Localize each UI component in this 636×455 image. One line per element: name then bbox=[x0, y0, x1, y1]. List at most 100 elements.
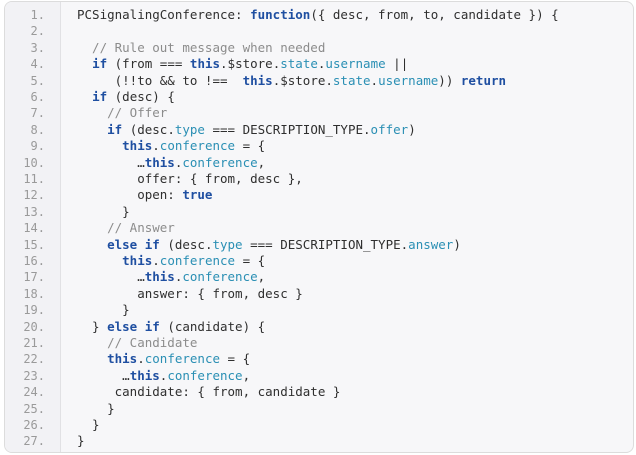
code-text: (!!to && to !== this.$store.state.userna… bbox=[77, 73, 506, 89]
code-token: } bbox=[77, 417, 100, 432]
code-token: ) bbox=[453, 236, 461, 252]
line-number: 13. bbox=[23, 204, 45, 219]
code-text: } bbox=[77, 417, 100, 433]
code-token: candidate: { from, candidate } bbox=[77, 384, 341, 400]
code-token: answer: { from, desc } bbox=[77, 285, 303, 301]
code-text: …this.conference, bbox=[77, 368, 250, 384]
line-number: 15. bbox=[23, 237, 45, 252]
code-token: this bbox=[107, 351, 138, 367]
code-token: (desc. bbox=[122, 121, 175, 137]
code-token: = { bbox=[220, 351, 251, 367]
line-number: 1. bbox=[30, 8, 45, 22]
code-text: } bbox=[77, 401, 115, 417]
code-token: username bbox=[325, 56, 386, 72]
code-token: conference bbox=[159, 138, 236, 154]
code-token: conference bbox=[182, 154, 258, 170]
code-token: . bbox=[137, 351, 145, 367]
code-token: . bbox=[159, 367, 168, 383]
code-text: answer: { from, desc } bbox=[77, 286, 303, 302]
line-number: 9. bbox=[30, 139, 45, 154]
line-number: 14. bbox=[23, 221, 45, 236]
line-number: 23. bbox=[23, 368, 45, 383]
line-number: 12. bbox=[23, 188, 45, 203]
code-token: (candidate) { bbox=[159, 318, 266, 334]
line-number: 18. bbox=[23, 286, 45, 301]
code-token: } bbox=[77, 400, 115, 416]
code-token: (!!to && to !== bbox=[77, 72, 243, 88]
code-token bbox=[77, 138, 122, 153]
code-token: answer bbox=[408, 236, 454, 252]
code-token bbox=[77, 351, 107, 366]
code-token: else if bbox=[107, 236, 160, 252]
code-token: } bbox=[77, 433, 85, 449]
code-text: } else if (candidate) { bbox=[77, 319, 265, 335]
code-token: = { bbox=[235, 253, 266, 268]
code-token: // Answer bbox=[77, 220, 175, 236]
code-token: type bbox=[212, 236, 243, 252]
code-text: else if (desc.type === DESCRIPTION_TYPE.… bbox=[77, 237, 461, 253]
code-text: open: true bbox=[77, 187, 212, 203]
code-text: offer: { from, desc }, bbox=[77, 171, 303, 187]
code-token: . bbox=[174, 154, 183, 170]
code-token: if bbox=[107, 121, 123, 137]
code-token: state bbox=[280, 56, 318, 72]
code-token: function bbox=[250, 7, 311, 22]
code-token: else if bbox=[107, 318, 160, 334]
code-token: if bbox=[92, 89, 108, 104]
code-token: username bbox=[378, 72, 439, 88]
code-token: if bbox=[92, 56, 108, 72]
code-token: conference bbox=[167, 367, 243, 383]
code-text: this.conference = { bbox=[77, 138, 265, 154]
code-token: type bbox=[174, 121, 205, 137]
code-token: .$store. bbox=[220, 56, 281, 72]
code-block: 1.PCSignalingConference: function({ desc… bbox=[4, 1, 634, 453]
code-text: } bbox=[77, 204, 130, 220]
code-token bbox=[77, 122, 107, 137]
code-token: } bbox=[77, 203, 130, 219]
code-token: // Offer bbox=[77, 105, 168, 121]
code-text: } bbox=[77, 302, 130, 318]
code-token: ) bbox=[408, 121, 416, 137]
code-token: , bbox=[242, 367, 251, 383]
code-token: (desc) { bbox=[107, 89, 175, 104]
line-number-gutter bbox=[5, 2, 61, 452]
code-token: state bbox=[332, 72, 371, 88]
code-token: || bbox=[385, 56, 409, 72]
code-token bbox=[77, 253, 122, 268]
code-token: . bbox=[174, 269, 183, 285]
code-token: === DESCRIPTION_TYPE. bbox=[204, 121, 371, 137]
code-token: this bbox=[242, 72, 273, 88]
code-text: …this.conference, bbox=[77, 155, 265, 171]
line-number: 22. bbox=[23, 352, 45, 367]
line-number: 21. bbox=[23, 336, 45, 350]
line-number: 17. bbox=[23, 270, 45, 285]
code-token: conference bbox=[182, 269, 258, 285]
code-token: true bbox=[182, 187, 213, 203]
code-text: if (desc.type === DESCRIPTION_TYPE.offer… bbox=[77, 122, 416, 138]
code-token: offer: { from, desc }, bbox=[77, 171, 303, 186]
code-text: this.conference = { bbox=[77, 351, 250, 367]
line-number: 26. bbox=[23, 418, 45, 432]
code-token: = { bbox=[235, 138, 266, 154]
line-number: 16. bbox=[23, 254, 45, 268]
code-token: } bbox=[77, 318, 108, 334]
code-token bbox=[77, 56, 92, 71]
code-token: PCSignalingConference: bbox=[77, 7, 251, 22]
code-text: // Offer bbox=[77, 105, 167, 121]
code-token: } bbox=[77, 302, 130, 318]
code-token: conference bbox=[159, 253, 236, 268]
code-token bbox=[77, 89, 92, 104]
line-number: 19. bbox=[23, 303, 45, 318]
code-token: offer bbox=[370, 121, 409, 137]
code-token: )) bbox=[438, 72, 461, 88]
code-token: (desc. bbox=[159, 236, 213, 252]
line-number: 11. bbox=[23, 172, 45, 186]
code-token: === DESCRIPTION_TYPE. bbox=[242, 236, 409, 252]
code-text: // Answer bbox=[77, 220, 175, 236]
code-token: (from === bbox=[107, 56, 190, 72]
code-text: // Candidate bbox=[77, 335, 197, 351]
code-token: return bbox=[460, 72, 507, 88]
code-token: this bbox=[129, 367, 160, 383]
code-token: … bbox=[77, 154, 145, 170]
code-text: if (desc) { bbox=[77, 89, 175, 105]
